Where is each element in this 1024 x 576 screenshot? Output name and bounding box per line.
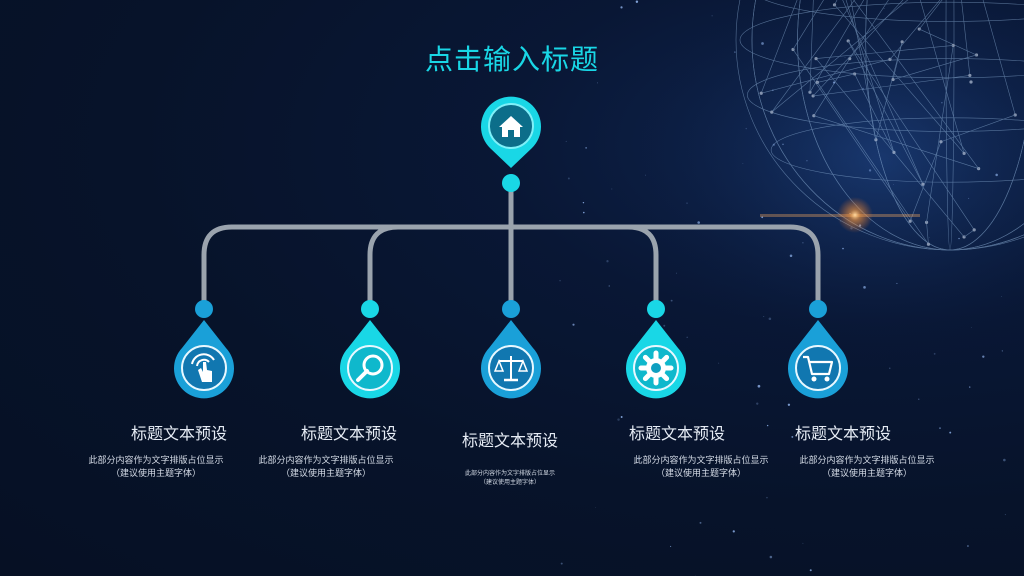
background-glow — [620, 0, 1024, 360]
scales-icon — [493, 356, 529, 382]
item-4-title[interactable]: 标题文本预设 — [628, 424, 725, 443]
item-5-title[interactable]: 标题文本预设 — [794, 424, 891, 443]
item-5-desc-line2: （建议使用主题字体） — [821, 469, 912, 479]
item-2-description[interactable]: 此部分内容作为文字排版占位显示 （建议使用主题字体） — [216, 455, 436, 481]
page-title[interactable]: 点击输入标题 — [424, 43, 599, 76]
lens-flare — [837, 197, 873, 233]
item-1-description[interactable]: 此部分内容作为文字排版占位显示 （建议使用主题字体） — [46, 455, 266, 481]
item-3-description[interactable]: 此部分内容作为文字排版占位显示 （建议使用主题字体） — [400, 469, 620, 487]
item-5-connector-dot — [809, 300, 827, 318]
item-3-desc-line2: （建议使用主题字体） — [479, 479, 540, 486]
item-4-desc-line1: 此部分内容作为文字排版占位显示 — [633, 456, 769, 466]
item-3-connector-dot — [502, 300, 520, 318]
connector-branch-5 — [787, 224, 821, 311]
item-2-badge-inner — [347, 345, 393, 391]
item-1-title[interactable]: 标题文本预设 — [130, 424, 227, 443]
network-globe-decoration — [735, 0, 1024, 251]
shopping-cart-icon — [803, 355, 834, 382]
item-2-desc-line2: （建议使用主题字体） — [280, 469, 371, 479]
item-1-desc-line1: 此部分内容作为文字排版占位显示 — [88, 456, 224, 466]
item-5-desc-line1: 此部分内容作为文字排版占位显示 — [799, 456, 935, 466]
item-node-3[interactable] — [481, 300, 541, 399]
home-icon — [499, 116, 523, 137]
connector-lines — [201, 180, 821, 313]
item-2-desc-line1: 此部分内容作为文字排版占位显示 — [258, 456, 394, 466]
root-connector-dot — [502, 174, 520, 192]
item-node-1[interactable] — [174, 300, 235, 399]
item-node-5[interactable] — [788, 300, 849, 399]
connector-branch-2 — [367, 224, 401, 311]
connector-branch-1 — [201, 224, 235, 311]
item-4-connector-dot — [647, 300, 665, 318]
item-5-badge-inner — [795, 345, 841, 391]
item-3-desc-line1: 此部分内容作为文字排版占位显示 — [464, 470, 555, 477]
item-2-title[interactable]: 标题文本预设 — [300, 424, 397, 443]
item-3-title[interactable]: 标题文本预设 — [461, 431, 558, 450]
item-2-connector-dot — [361, 300, 379, 318]
connector-branch-4 — [625, 224, 659, 311]
item-4-description[interactable]: 此部分内容作为文字排版占位显示 （建议使用主题字体） — [591, 455, 811, 481]
item-1-desc-line2: （建议使用主题字体） — [110, 469, 201, 479]
root-node — [480, 96, 541, 192]
item-4-desc-line2: （建议使用主题字体） — [655, 469, 746, 479]
item-5-description[interactable]: 此部分内容作为文字排版占位显示 （建议使用主题字体） — [757, 455, 977, 481]
touch-hand-icon — [191, 353, 215, 382]
item-node-2[interactable] — [340, 300, 401, 399]
magnifier-icon — [356, 354, 384, 382]
item-node-4[interactable] — [626, 300, 687, 399]
gear-icon — [638, 350, 674, 386]
item-1-connector-dot — [195, 300, 213, 318]
